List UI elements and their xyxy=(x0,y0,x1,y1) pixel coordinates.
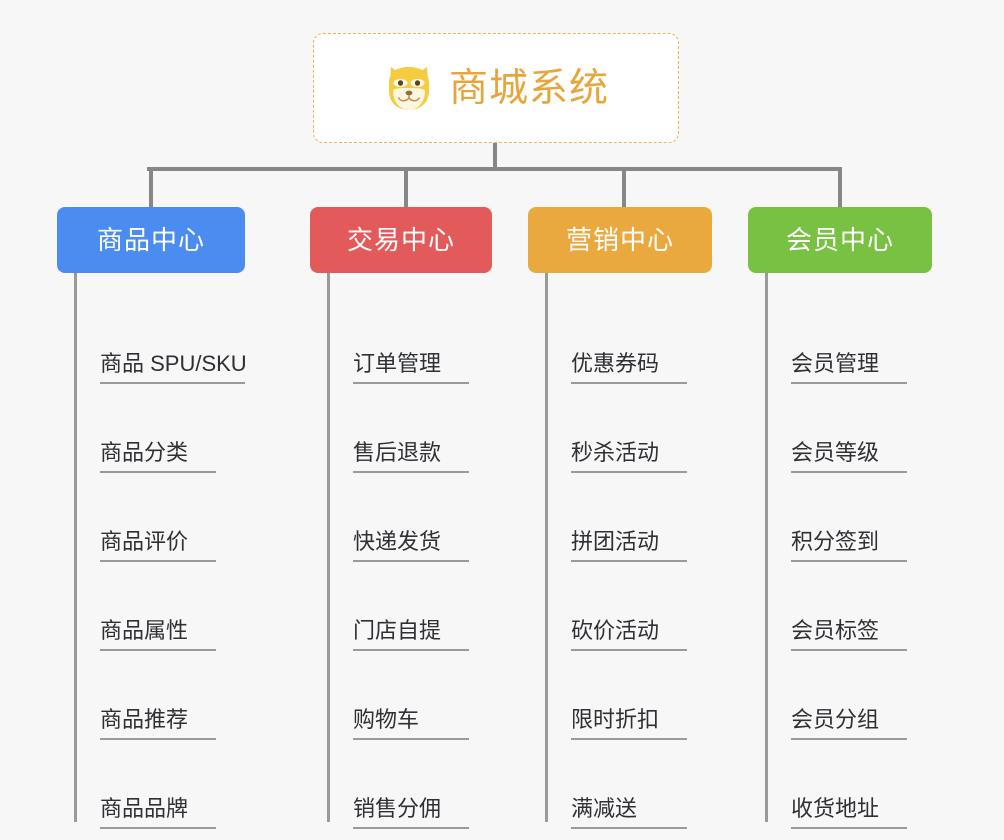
list-item[interactable]: 销售分佣 xyxy=(327,740,492,829)
list-item[interactable]: 商品推荐 xyxy=(74,651,245,740)
list-item[interactable]: 拼团活动 xyxy=(545,473,712,562)
list-item-label: 订单管理 xyxy=(353,351,469,384)
connector-bus xyxy=(147,167,840,171)
list-item-label: 会员管理 xyxy=(791,351,907,384)
branch-body: 会员管理 会员等级 积分签到 会员标签 会员分组 收货地址 xyxy=(765,273,932,829)
branch-product-center: 商品中心 商品 SPU/SKU 商品分类 商品评价 商品属性 商品推荐 商品品牌 xyxy=(57,207,247,829)
list-item-label: 销售分佣 xyxy=(353,796,469,829)
connector-drop-4 xyxy=(838,167,842,207)
list-item-label: 商品推荐 xyxy=(100,707,216,740)
branch-spine xyxy=(327,273,330,822)
list-item-label: 商品品牌 xyxy=(100,796,216,829)
list-item-label: 商品属性 xyxy=(100,618,216,651)
list-item[interactable]: 会员等级 xyxy=(765,384,932,473)
root-node[interactable]: 商城系统 xyxy=(313,33,679,143)
list-item-label: 购物车 xyxy=(353,707,469,740)
list-item[interactable]: 积分签到 xyxy=(765,473,932,562)
list-item[interactable]: 订单管理 xyxy=(327,295,492,384)
list-item-label: 满减送 xyxy=(571,796,687,829)
branch-header-member-center[interactable]: 会员中心 xyxy=(748,207,932,273)
connector-stem xyxy=(493,143,497,170)
list-item-label: 商品 SPU/SKU xyxy=(100,351,247,384)
connector-drop-2 xyxy=(404,167,408,207)
list-item-label: 会员等级 xyxy=(791,440,907,473)
list-item[interactable]: 收货地址 xyxy=(765,740,932,829)
branch-header-label: 营销中心 xyxy=(565,225,674,255)
list-item[interactable]: 满减送 xyxy=(545,740,712,829)
list-item[interactable]: 购物车 xyxy=(327,651,492,740)
branch-spine xyxy=(545,273,548,822)
list-item[interactable]: 会员标签 xyxy=(765,562,932,651)
list-item[interactable]: 商品 SPU/SKU xyxy=(74,295,247,384)
list-item-label: 积分签到 xyxy=(791,529,907,562)
list-item-label: 商品分类 xyxy=(100,440,216,473)
list-item[interactable]: 秒杀活动 xyxy=(545,384,712,473)
list-item-label: 优惠券码 xyxy=(571,351,687,384)
root-title: 商城系统 xyxy=(448,66,609,110)
connector-drop-1 xyxy=(149,167,153,207)
list-item[interactable]: 砍价活动 xyxy=(545,562,712,651)
list-item-label: 快递发货 xyxy=(353,529,469,562)
branch-header-label: 交易中心 xyxy=(346,225,455,255)
list-item[interactable]: 商品属性 xyxy=(74,562,245,651)
branch-header-label: 商品中心 xyxy=(96,225,205,255)
shiba-dog-face-icon xyxy=(388,67,429,110)
branch-header-marketing-center[interactable]: 营销中心 xyxy=(528,207,712,273)
branch-trade-center: 交易中心 订单管理 售后退款 快递发货 门店自提 购物车 销售分佣 xyxy=(310,207,492,829)
list-item[interactable]: 优惠券码 xyxy=(545,295,712,384)
branch-header-trade-center[interactable]: 交易中心 xyxy=(310,207,492,273)
branch-body: 优惠券码 秒杀活动 拼团活动 砍价活动 限时折扣 满减送 xyxy=(545,273,712,829)
branch-body: 商品 SPU/SKU 商品分类 商品评价 商品属性 商品推荐 商品品牌 xyxy=(74,273,247,829)
list-item-label: 售后退款 xyxy=(353,440,469,473)
list-item[interactable]: 商品评价 xyxy=(74,473,245,562)
list-item[interactable]: 快递发货 xyxy=(327,473,492,562)
list-item-label: 收货地址 xyxy=(791,796,907,829)
list-item-label: 拼团活动 xyxy=(571,529,687,562)
list-item[interactable]: 售后退款 xyxy=(327,384,492,473)
list-item[interactable]: 会员分组 xyxy=(765,651,932,740)
list-item-label: 商品评价 xyxy=(100,529,216,562)
list-item-label: 会员标签 xyxy=(791,618,907,651)
list-item[interactable]: 商品分类 xyxy=(74,384,245,473)
connector-drop-3 xyxy=(622,167,626,207)
branch-body: 订单管理 售后退款 快递发货 门店自提 购物车 销售分佣 xyxy=(327,273,492,829)
branch-spine xyxy=(765,273,768,822)
list-item[interactable]: 限时折扣 xyxy=(545,651,712,740)
list-item[interactable]: 门店自提 xyxy=(327,562,492,651)
branch-header-product-center[interactable]: 商品中心 xyxy=(57,207,245,273)
branch-marketing-center: 营销中心 优惠券码 秒杀活动 拼团活动 砍价活动 限时折扣 满减送 xyxy=(528,207,712,829)
branch-spine xyxy=(74,273,77,822)
list-item-label: 秒杀活动 xyxy=(571,440,687,473)
branch-member-center: 会员中心 会员管理 会员等级 积分签到 会员标签 会员分组 收货地址 xyxy=(748,207,932,829)
list-item-label: 砍价活动 xyxy=(571,618,687,651)
branch-header-label: 会员中心 xyxy=(785,225,894,255)
list-item[interactable]: 商品品牌 xyxy=(74,740,245,829)
list-item-label: 会员分组 xyxy=(791,707,907,740)
list-item[interactable]: 会员管理 xyxy=(765,295,932,384)
list-item-label: 门店自提 xyxy=(353,618,469,651)
list-item-label: 限时折扣 xyxy=(571,707,687,740)
